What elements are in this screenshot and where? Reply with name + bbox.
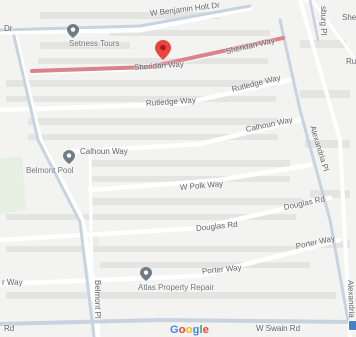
highlighted-route <box>30 36 285 73</box>
park-area <box>0 156 26 214</box>
road-label-belmont-pl: Belmont Pl <box>93 280 102 319</box>
poi-label-setness-tours[interactable]: Setness Tours <box>69 39 120 48</box>
google-logo-letter: e <box>202 324 210 336</box>
poi-label-atlas-property-repair[interactable]: Atlas Property Repair <box>138 283 215 292</box>
building-blocks <box>6 12 350 299</box>
road-label-rd-left: Rd <box>4 324 15 333</box>
map-control-button[interactable] <box>348 320 356 331</box>
road-label-calhoun-way: Calhoun Way <box>80 147 128 156</box>
google-logo-letter: G <box>170 324 179 336</box>
google-logo-letter: g <box>192 324 200 336</box>
place-marker-icon[interactable] <box>67 24 79 38</box>
google-logo-letter: l <box>199 324 203 336</box>
google-logo-letter: o <box>178 324 186 336</box>
road-label-top-right-edge: She <box>342 13 356 22</box>
place-marker-icon[interactable] <box>63 150 75 164</box>
road-label-porter-way-edge: r Way <box>2 278 23 287</box>
google-logo: Google <box>170 325 209 336</box>
red-location-pin-icon[interactable] <box>155 40 171 60</box>
road-label-dr-left: Dr <box>4 24 13 33</box>
place-marker-icon[interactable] <box>140 267 152 281</box>
road-label-w-swain-rd: W Swain Rd <box>256 324 301 333</box>
google-logo-letter: o <box>185 324 193 336</box>
road-label-top-right-vertical: sburg Pl <box>319 6 328 36</box>
poi-label-belmont-pool[interactable]: Belmont Pool <box>26 166 74 175</box>
road-label-right-edge: Ru <box>346 57 356 66</box>
